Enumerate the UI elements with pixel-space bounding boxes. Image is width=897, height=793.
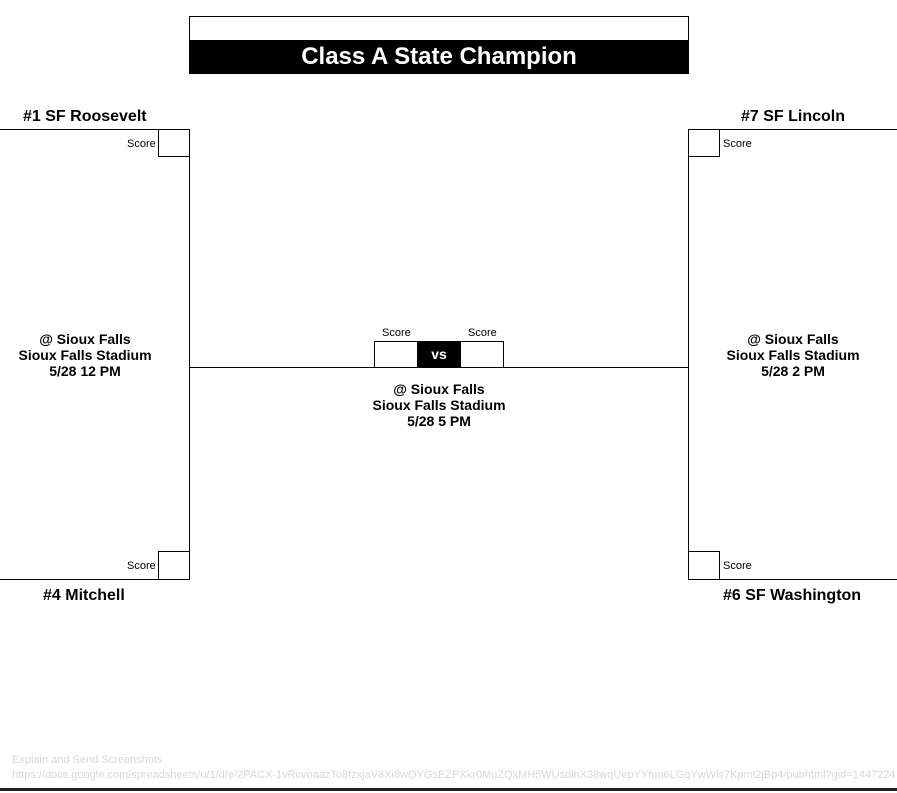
score-label: Score [468, 327, 497, 339]
left-bottom-team-line [0, 579, 190, 580]
page-footer: Explain and Send Screenshots https://doc… [12, 753, 897, 783]
final-right-score-box[interactable] [460, 341, 504, 368]
final-game-line [189, 367, 689, 368]
venue-datetime: 5/28 5 PM [407, 413, 471, 429]
left-bottom-team-name: #4 Mitchell [43, 587, 125, 604]
footer-link-screenshots[interactable]: Explain and Send Screenshots [12, 754, 163, 766]
right-game-venue: @ Sioux Falls Sioux Falls Stadium 5/28 2… [718, 331, 868, 379]
score-label: Score [382, 327, 411, 339]
vs-badge: vs [417, 341, 461, 367]
venue-stadium: Sioux Falls Stadium [372, 397, 506, 413]
left-top-team-line [0, 129, 190, 130]
right-top-team-name: #7 SF Lincoln [741, 108, 846, 125]
final-left-score-box[interactable] [374, 341, 418, 368]
venue-location: @ Sioux Falls [747, 331, 839, 347]
right-bottom-score-box[interactable] [688, 551, 720, 580]
left-top-score-box[interactable] [158, 129, 190, 157]
right-bottom-team-line [688, 579, 897, 580]
bottom-divider [0, 788, 897, 791]
left-top-team-name: #1 SF Roosevelt [23, 108, 147, 125]
score-label: Score [723, 560, 752, 572]
left-game-venue: @ Sioux Falls Sioux Falls Stadium 5/28 1… [10, 331, 160, 379]
champion-banner-title: Class A State Champion [189, 40, 689, 74]
champion-name-box [189, 16, 689, 41]
left-bracket-connector [189, 129, 190, 580]
final-game-venue: @ Sioux Falls Sioux Falls Stadium 5/28 5… [364, 381, 514, 429]
venue-location: @ Sioux Falls [39, 331, 131, 347]
venue-stadium: Sioux Falls Stadium [726, 347, 860, 363]
score-label: Score [723, 138, 752, 150]
footer-url: https://docs.google.com/spreadsheets/u/1… [12, 769, 896, 781]
score-label: Score [127, 138, 156, 150]
left-bottom-score-box[interactable] [158, 551, 190, 580]
right-bracket-connector [688, 129, 689, 580]
score-label: Score [127, 560, 156, 572]
venue-datetime: 5/28 12 PM [49, 363, 121, 379]
right-bottom-team-name: #6 SF Washington [723, 587, 862, 604]
venue-datetime: 5/28 2 PM [761, 363, 825, 379]
venue-location: @ Sioux Falls [393, 381, 485, 397]
right-top-score-box[interactable] [688, 129, 720, 157]
right-top-team-line [688, 129, 897, 130]
venue-stadium: Sioux Falls Stadium [18, 347, 152, 363]
